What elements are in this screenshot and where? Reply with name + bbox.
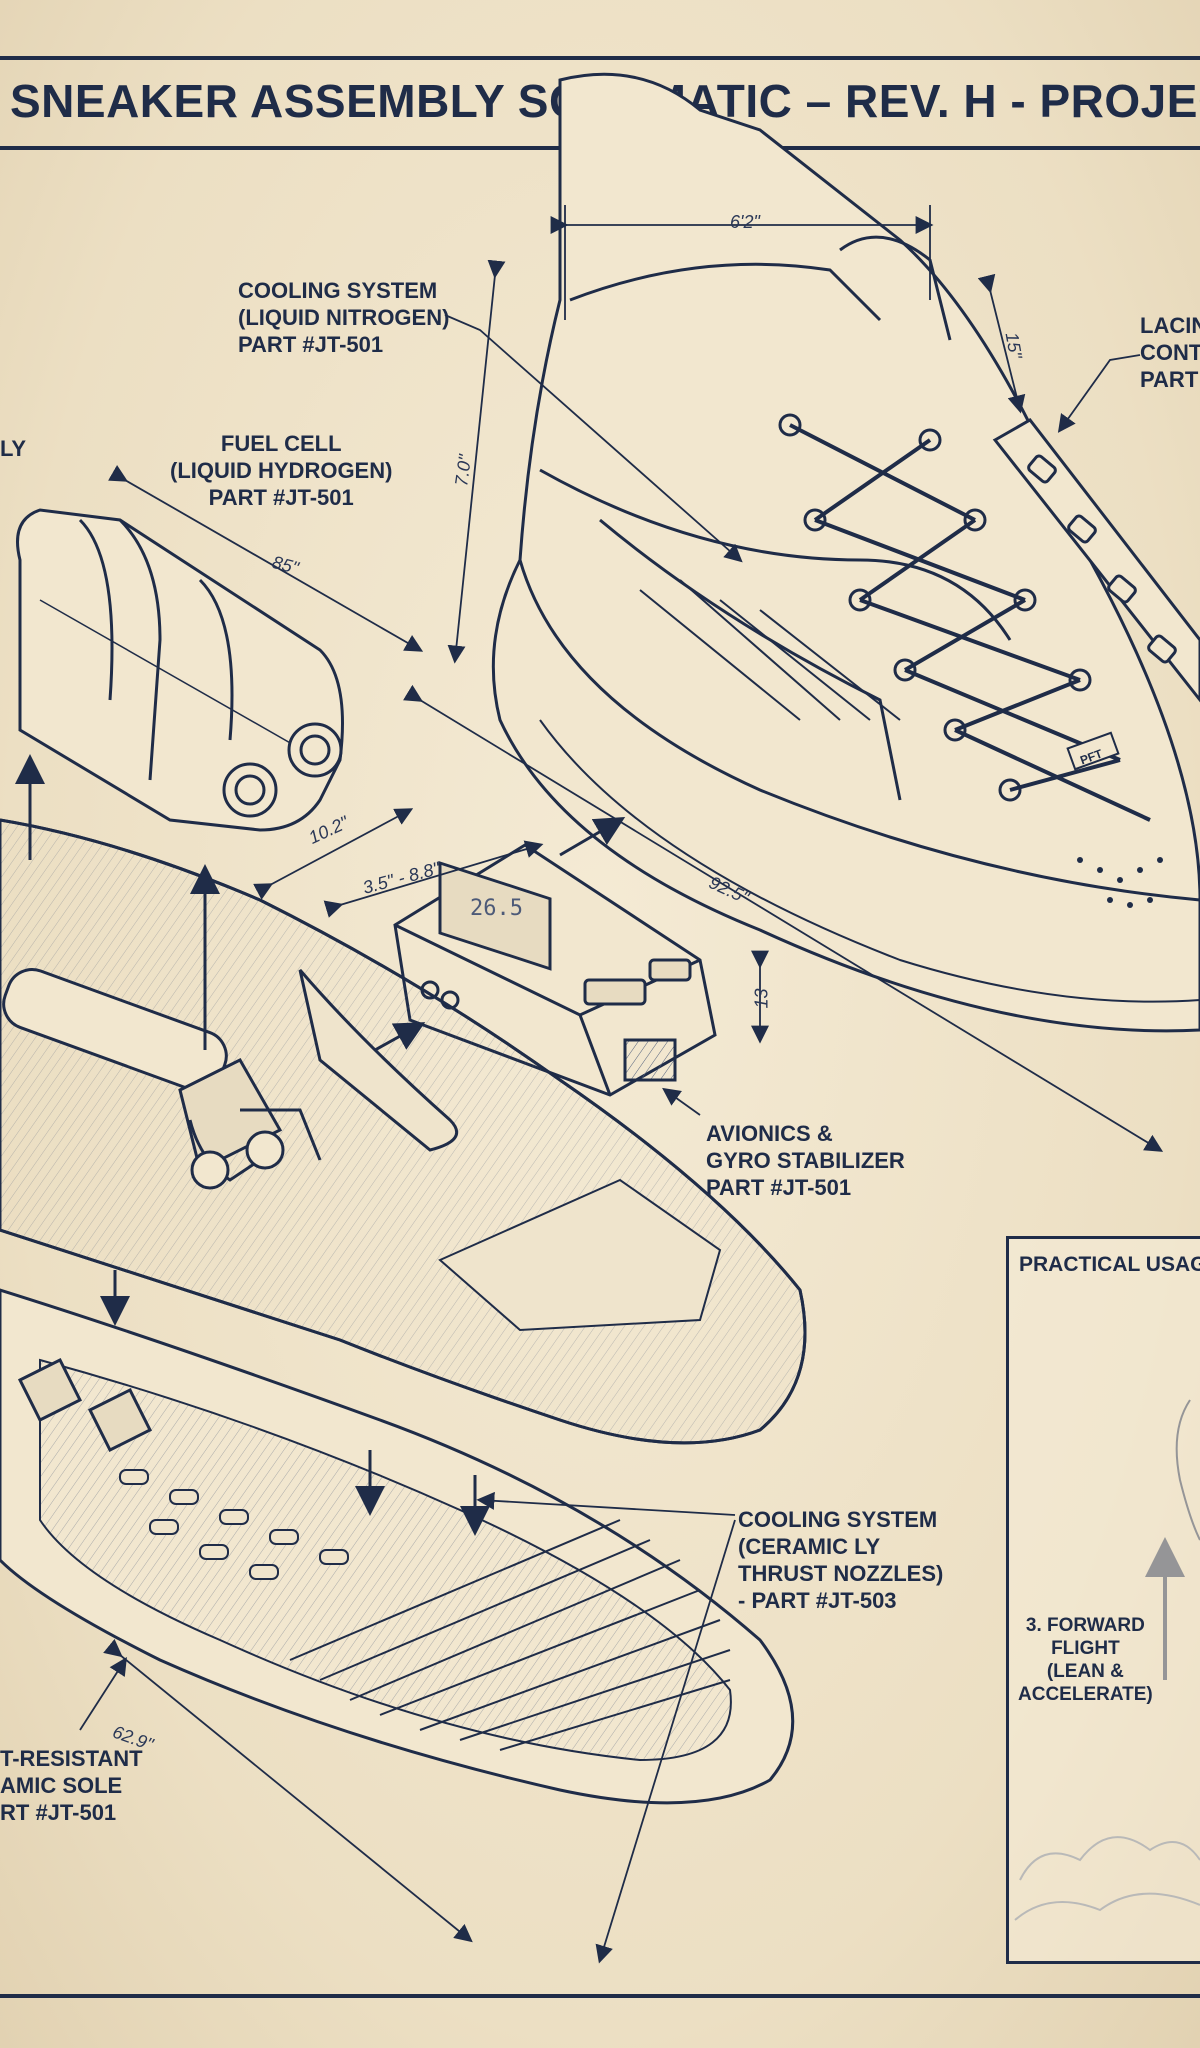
- dim-avionics-height: 13: [751, 988, 772, 1009]
- label-sole: T-RESISTANT AMIC SOLE RT #JT-501: [0, 1746, 143, 1825]
- label-lacing: LACIN CONT PART: [1140, 313, 1200, 392]
- dim-collar: 15": [1001, 330, 1026, 361]
- label-cooling-nitrogen: COOLING SYSTEM (LIQUID NITROGEN) PART #J…: [238, 278, 450, 357]
- label-forward-flight: 3. FORWARD FLIGHT (LEAN & ACCELERATE): [1018, 1615, 1153, 1705]
- dimension-lines: [79, 205, 1164, 1964]
- label-cooling-ceramic: COOLING SYSTEM (CERAMIC LY THRUST NOZZLE…: [738, 1507, 944, 1613]
- lacing-control-strap: [992, 418, 1200, 703]
- avionics-display: 26.5: [470, 896, 523, 921]
- label-left-cut: LY: [0, 436, 27, 461]
- dim-top-width: 6'2": [730, 212, 760, 232]
- midsole-frame: [0, 818, 807, 1445]
- bottom-rule: [0, 1994, 1200, 1998]
- practical-usage-panel: PRACTICAL USAGE: [1006, 1236, 1200, 1964]
- label-avionics: AVIONICS & GYRO STABILIZER PART #JT-501: [706, 1121, 905, 1200]
- label-fuel-cell: FUEL CELL (LIQUID HYDROGEN) PART #JT-501: [170, 431, 393, 510]
- dim-height: 7.0": [451, 453, 476, 488]
- usage-panel-title: PRACTICAL USAGE: [1019, 1253, 1200, 1276]
- assembly-arrows: [14, 754, 626, 1536]
